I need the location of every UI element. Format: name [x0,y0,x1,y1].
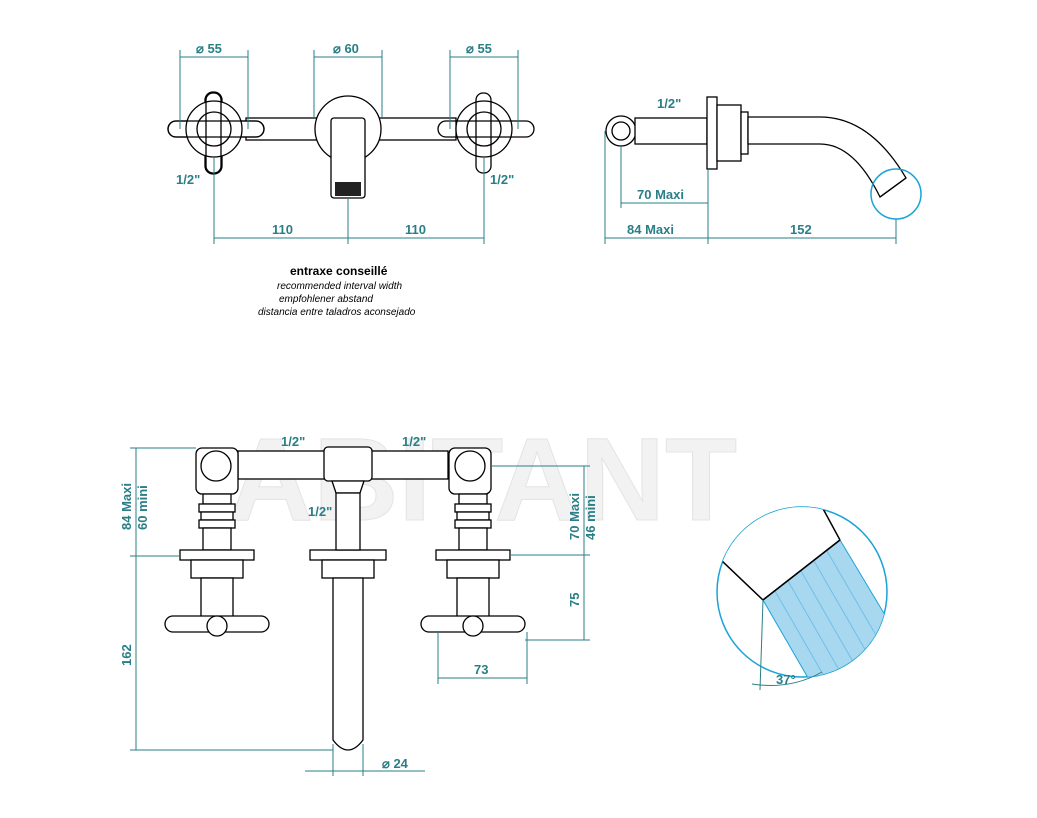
dim-angle: 37° [776,672,796,687]
right-valve-front [420,493,526,637]
left-handle-top [167,91,265,175]
side-view: 1/2" 70 Maxi 84 Maxi 152 [604,96,922,244]
interval-note: entraxe conseillé recommended interval w… [258,264,416,318]
dim-span-right: 110 [405,222,426,237]
thread-right-top: 1/2" [490,172,514,187]
note-de: empfohlener abstand [279,294,373,305]
dim-span-left: 110 [272,222,293,237]
spout-front [309,492,387,751]
note-title: entraxe conseillé [290,264,388,278]
thread-left-top: 1/2" [176,172,200,187]
right-handle-top [437,92,535,174]
note-en: recommended interval width [277,281,402,292]
left-valve-front [164,493,270,637]
center-spout-top [314,95,382,199]
top-view: ⌀ 55 ⌀ 60 ⌀ 55 1/2" 1/2" 110 110 [167,41,535,244]
dim-height-total: 162 [119,644,134,666]
dim-spout-dia: ⌀ 24 [382,756,409,771]
front-view: 1/2" 1/2" 1/2" 84 Maxi 60 mini 162 70 Ma… [119,434,598,776]
dim-handle-length: 73 [474,662,488,677]
dim-handle-drop: 75 [567,593,582,607]
dim-depth: 70 Maxi [637,187,684,202]
note-es: distancia entre taladros aconsejado [258,307,416,318]
dim-right-max: 70 Maxi [567,493,582,540]
dim-left-max: 84 Maxi [119,483,134,530]
dim-dia-center: ⌀ 60 [333,41,359,56]
dim-right-min: 46 mini [583,495,598,540]
thread-top-left: 1/2" [281,434,305,449]
dim-dia-right: ⌀ 55 [466,41,492,56]
dim-reach: 152 [790,222,812,237]
thread-side: 1/2" [657,96,681,111]
dim-dia-left: ⌀ 55 [196,41,222,56]
dim-depth-total: 84 Maxi [627,222,674,237]
dim-left-min: 60 mini [135,485,150,530]
thread-spout: 1/2" [308,504,332,519]
thread-top-right: 1/2" [402,434,426,449]
spout-detail: 37° [716,506,888,691]
